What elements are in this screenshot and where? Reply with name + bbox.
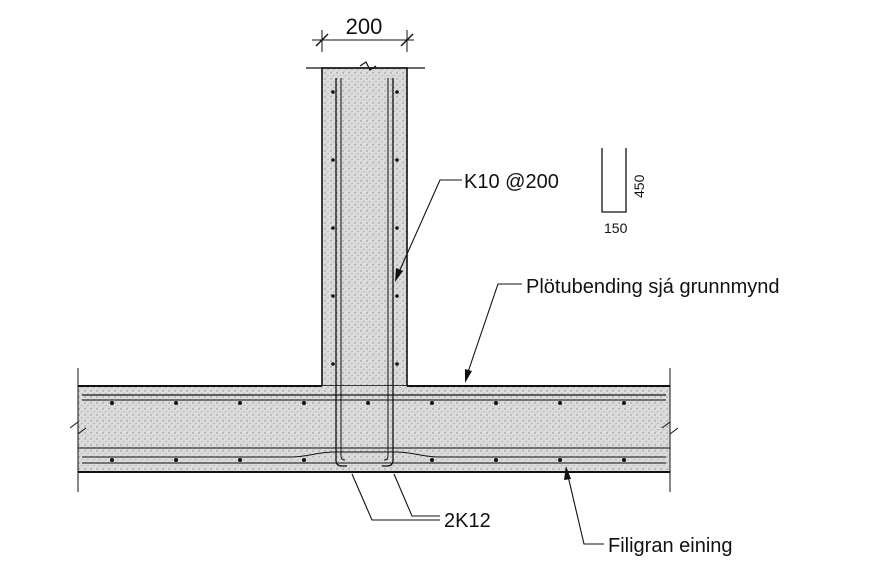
slab [69, 368, 679, 492]
top-bending-leader: Plötubending sjá grunnmynd [465, 276, 780, 383]
precast-unit-label: Filigran eining [608, 535, 733, 557]
wall-width-dimension: 200 [312, 14, 414, 52]
rebar-dots [110, 90, 626, 462]
slab-top-reinforcement [82, 394, 666, 401]
precast-unit-leader: Filigran eining [564, 466, 733, 557]
bottom-bars-label: 2K12 [444, 510, 491, 532]
wall-width-label: 200 [346, 14, 383, 39]
wall-reinforcement [335, 78, 394, 467]
stirrup-width-label: 150 [604, 220, 628, 236]
wall-rebar-label: K10 @200 [464, 171, 559, 193]
bottom-bars-leader: 2K12 [351, 473, 491, 532]
stirrup-height-label: 450 [631, 174, 647, 198]
wall [306, 61, 425, 387]
wall-rebar-leader: K10 @200 [395, 171, 559, 282]
top-bending-label: Plötubending sjá grunnmynd [526, 276, 780, 298]
stirrup-shape: 450 150 [601, 148, 647, 236]
slab-bottom-reinforcement [82, 451, 666, 464]
